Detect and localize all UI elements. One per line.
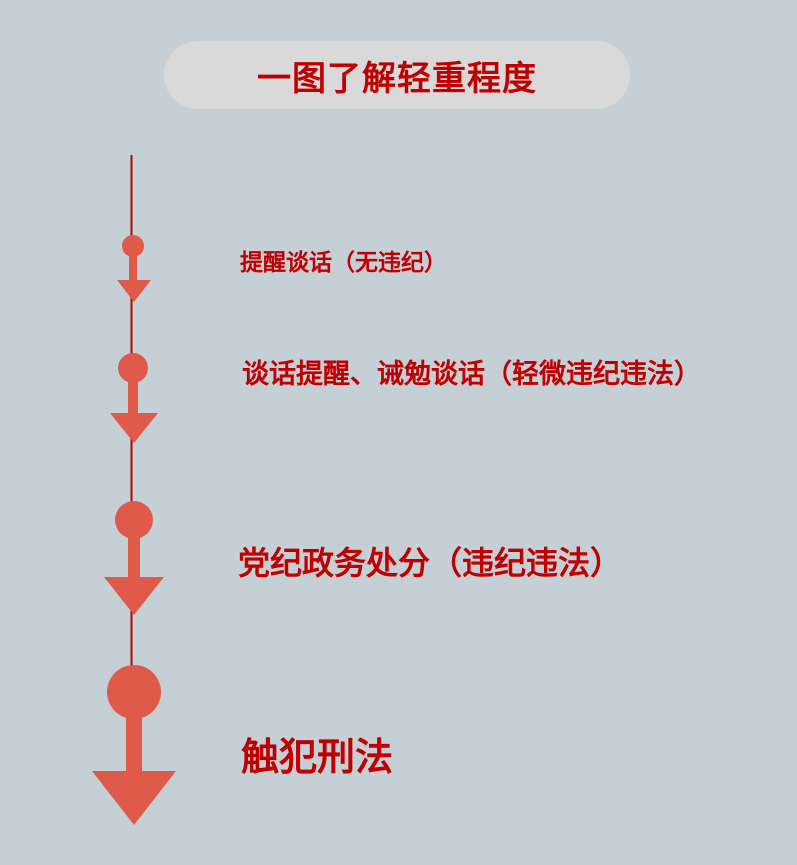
level-3-label: 党纪政务处分（违纪违法） — [238, 544, 623, 582]
title-banner: 一图了解轻重程度 — [164, 41, 630, 109]
title: 一图了解轻重程度 — [257, 58, 537, 99]
arrow-level-4 — [92, 665, 176, 825]
level-2-label: 谈话提醒、诫勉谈话（轻微违纪违法） — [242, 359, 701, 390]
arrow-level-3 — [104, 501, 164, 615]
level-4-label: 触犯刑法 — [241, 735, 394, 779]
level-1-label: 提醒谈话（无违纪） — [240, 250, 447, 276]
arrow-level-1 — [117, 235, 151, 302]
arrow-level-2 — [110, 353, 158, 443]
